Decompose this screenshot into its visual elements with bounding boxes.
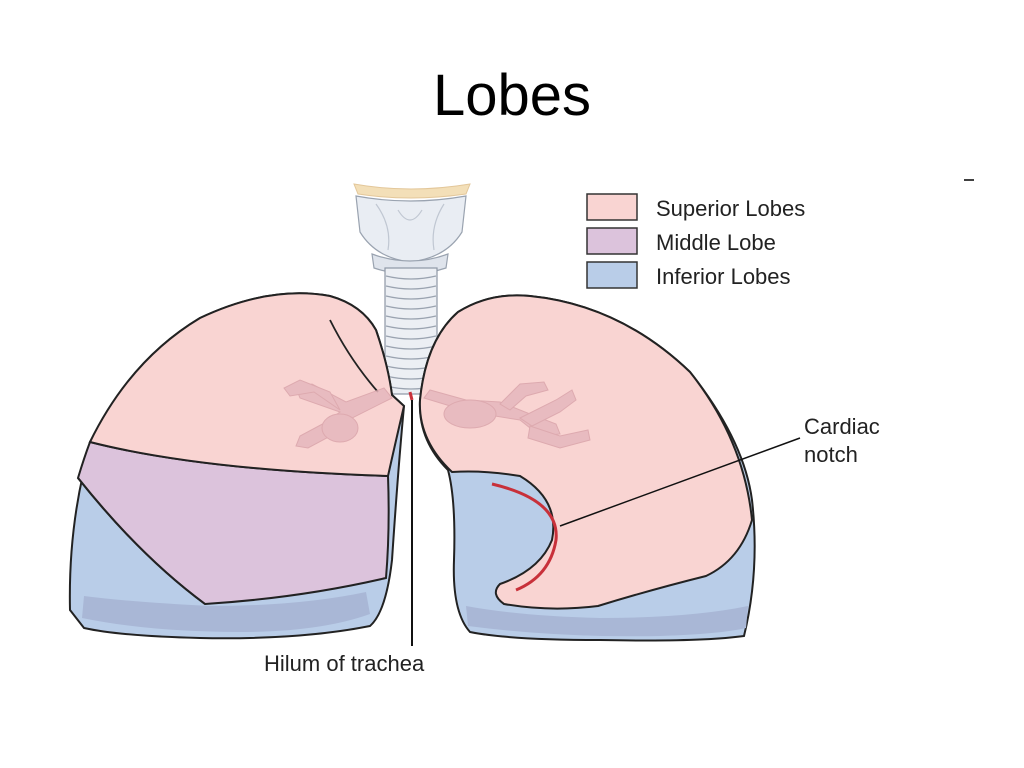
trachea-ring xyxy=(385,345,437,350)
cardiac-notch-leader-line xyxy=(559,437,801,527)
legend-label: Superior Lobes xyxy=(656,196,805,221)
cardiac-notch xyxy=(491,482,558,592)
cardiac-label-line2: notch xyxy=(804,442,858,467)
legend-label: Middle Lobe xyxy=(656,230,776,255)
legend-swatch xyxy=(586,261,638,289)
legend-swatch xyxy=(586,193,638,221)
cardiac-label-line1: Cardiac xyxy=(804,414,880,439)
legend-swatch xyxy=(586,227,638,255)
slide-title: Lobes xyxy=(432,63,592,128)
trachea-ring xyxy=(385,315,437,320)
trachea-ring xyxy=(385,285,437,290)
right-lung xyxy=(68,292,406,640)
trachea-ring xyxy=(385,325,437,330)
left-lung xyxy=(418,294,756,642)
left-superior-lobe xyxy=(418,294,754,610)
hilum-label: Hilum of trachea xyxy=(264,400,425,676)
trachea-ring xyxy=(385,275,437,280)
bronchial-tree xyxy=(283,379,591,449)
right-superior-lobe xyxy=(88,292,406,478)
cardiac-notch-label: Cardiac notch xyxy=(559,414,880,527)
hilum-label-text: Hilum of trachea xyxy=(264,651,425,676)
trachea-ring xyxy=(385,295,437,300)
trachea-ring xyxy=(385,335,437,340)
legend-label: Inferior Lobes xyxy=(656,264,791,289)
trachea-ring xyxy=(385,305,437,310)
